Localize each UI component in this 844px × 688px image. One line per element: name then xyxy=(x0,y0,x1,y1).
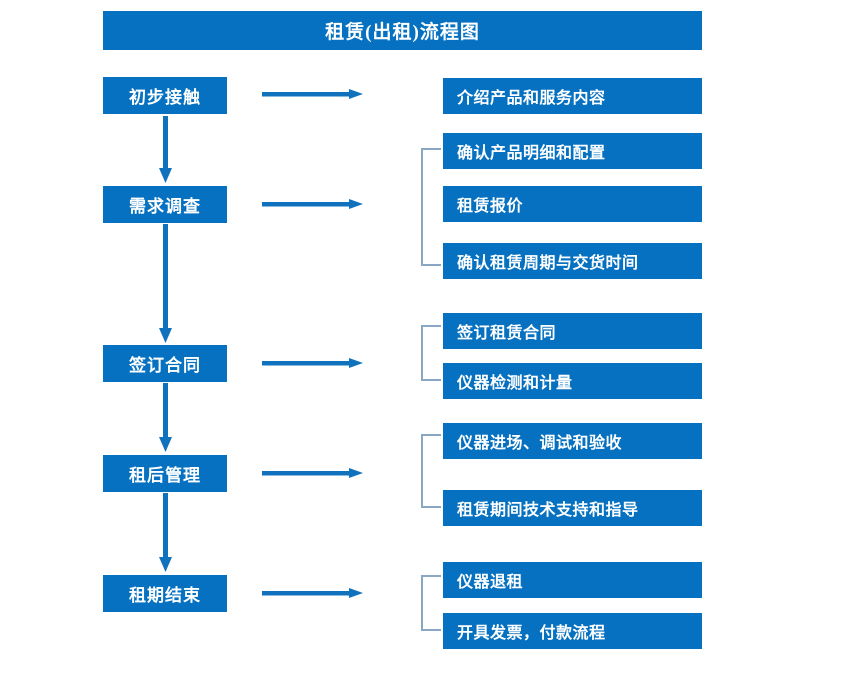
group-bracket-4 xyxy=(421,575,441,631)
detail-box-1[interactable]: 介绍产品和服务内容 xyxy=(443,78,702,114)
right-arrow-icon-1 xyxy=(262,89,363,99)
detail-box-8[interactable]: 租赁期间技术支持和指导 xyxy=(443,490,702,526)
detail-box-4[interactable]: 确认租赁周期与交货时间 xyxy=(443,243,702,279)
down-arrow-icon-3 xyxy=(159,383,172,452)
stage-box-3[interactable]: 签订合同 xyxy=(103,345,227,382)
stage-box-4[interactable]: 租后管理 xyxy=(103,455,227,492)
stage-box-5[interactable]: 租期结束 xyxy=(103,575,227,612)
page-title: 租赁(出租)流程图 xyxy=(103,11,702,50)
down-arrow-icon-1 xyxy=(159,116,172,183)
detail-box-7[interactable]: 仪器进场、调试和验收 xyxy=(443,423,702,459)
group-bracket-2 xyxy=(421,325,441,381)
right-arrow-icon-3 xyxy=(262,358,363,368)
detail-box-10[interactable]: 开具发票，付款流程 xyxy=(443,613,702,649)
right-arrow-icon-4 xyxy=(262,468,363,478)
detail-box-5[interactable]: 签订租赁合同 xyxy=(443,313,702,349)
down-arrow-icon-2 xyxy=(159,224,172,343)
down-arrow-icon-4 xyxy=(159,493,172,572)
detail-box-3[interactable]: 租赁报价 xyxy=(443,186,702,222)
stage-box-1[interactable]: 初步接触 xyxy=(103,77,227,114)
detail-box-9[interactable]: 仪器退租 xyxy=(443,562,702,598)
right-arrow-icon-2 xyxy=(262,199,363,209)
detail-box-2[interactable]: 确认产品明细和配置 xyxy=(443,133,702,169)
group-bracket-3 xyxy=(421,434,441,508)
stage-box-2[interactable]: 需求调查 xyxy=(103,186,227,223)
group-bracket-1 xyxy=(421,148,441,266)
right-arrow-icon-5 xyxy=(262,588,363,598)
detail-box-6[interactable]: 仪器检测和计量 xyxy=(443,363,702,399)
